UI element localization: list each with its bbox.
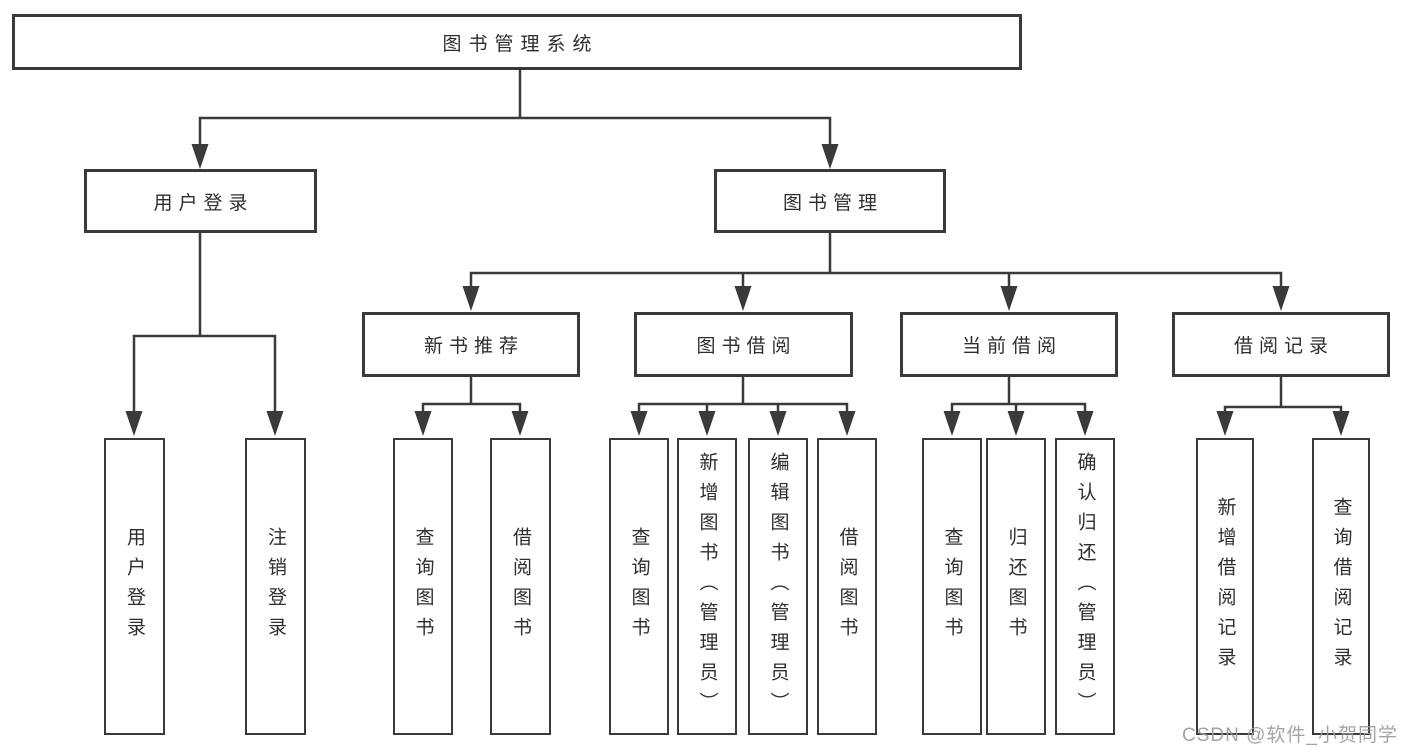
leaf-label: 确认归还（管理员）: [1074, 451, 1096, 722]
connector-root-to-level2: [198, 70, 832, 145]
leaf-label: 新增图书（管理员）: [696, 451, 718, 722]
leaf-add-book-admin: 新增图书（管理员）: [677, 438, 737, 735]
arrowhead: [1000, 286, 1018, 311]
node-new-book-recommend: 新书推荐: [362, 312, 580, 377]
leaf-query-books-recommend: 查询图书: [393, 438, 453, 735]
leaf-label: 查询图书: [628, 526, 650, 647]
leaf-query-books-current: 查询图书: [922, 438, 982, 735]
arrowhead: [698, 411, 716, 436]
node-book-borrow: 图书借阅: [634, 312, 853, 377]
leaf-add-borrow-record: 新增借阅记录: [1196, 438, 1254, 735]
connector-records-to-leaves: [1223, 377, 1343, 412]
node-user-login: 用户登录: [84, 169, 317, 233]
connector-newbook-to-leaves: [421, 377, 522, 412]
leaf-borrow-books-recommend: 借阅图书: [490, 438, 551, 735]
leaf-label: 新增借阅记录: [1214, 496, 1236, 677]
connector-bookborrow-to-leaves: [637, 377, 849, 412]
arrowhead: [769, 411, 787, 436]
leaf-user-login: 用户登录: [104, 438, 165, 735]
connector-bookmgmt-to-level3: [469, 232, 1283, 287]
leaf-query-borrow-record: 查询借阅记录: [1312, 438, 1370, 735]
arrowhead: [191, 144, 209, 169]
csdn-watermark: CSDN @软件_小贺同学: [1182, 725, 1398, 746]
leaf-edit-book-admin: 编辑图书（管理员）: [748, 438, 808, 735]
node-borrow-records: 借阅记录: [1172, 312, 1390, 377]
arrowhead: [630, 411, 648, 436]
arrowhead: [266, 411, 284, 436]
arrowhead: [1007, 411, 1025, 436]
leaf-label: 归还图书: [1005, 526, 1027, 647]
leaf-logout: 注销登录: [245, 438, 306, 735]
node-current-borrow: 当前借阅: [900, 312, 1118, 377]
leaf-label: 借阅图书: [836, 526, 858, 647]
connector-currentborrow-to-leaves: [950, 377, 1087, 412]
arrowhead: [414, 411, 432, 436]
node-book-management: 图书管理: [714, 169, 946, 233]
arrowhead: [1332, 411, 1350, 436]
leaf-query-books-borrow: 查询图书: [609, 438, 669, 735]
leaf-label: 查询图书: [941, 526, 963, 647]
arrowhead: [734, 286, 752, 311]
arrowhead: [943, 411, 961, 436]
node-library-system: 图书管理系统: [12, 14, 1022, 70]
leaf-label: 查询借阅记录: [1330, 496, 1352, 677]
arrowhead: [511, 411, 529, 436]
arrowhead: [838, 411, 856, 436]
arrowhead: [125, 411, 143, 436]
leaf-label: 用户登录: [124, 526, 145, 647]
leaf-borrow-books: 借阅图书: [817, 438, 877, 735]
leaf-label: 查询图书: [412, 526, 434, 647]
leaf-label: 编辑图书（管理员）: [767, 451, 789, 722]
leaf-label: 注销登录: [265, 526, 286, 647]
arrowhead: [821, 144, 839, 169]
leaf-label: 借阅图书: [510, 526, 531, 647]
leaf-confirm-return-admin: 确认归还（管理员）: [1055, 438, 1115, 735]
arrowhead: [1076, 411, 1094, 436]
arrowhead: [1272, 286, 1290, 311]
arrowhead: [1216, 411, 1234, 436]
connector-userlogin-to-leaves: [132, 232, 277, 412]
arrowhead: [462, 286, 480, 311]
leaf-return-book: 归还图书: [986, 438, 1046, 735]
